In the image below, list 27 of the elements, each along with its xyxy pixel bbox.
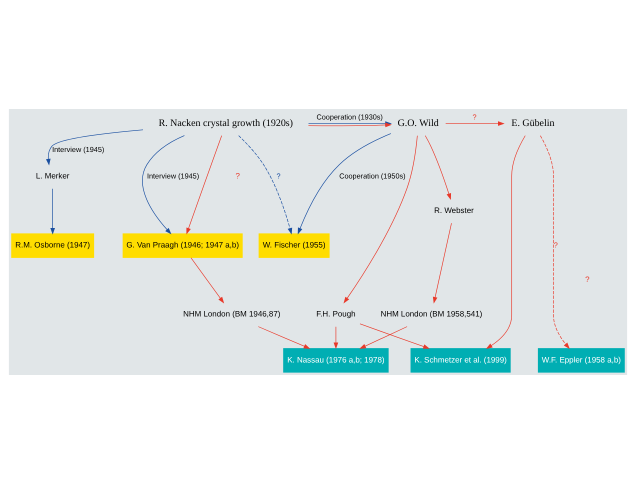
arrow xyxy=(424,135,452,200)
arrow xyxy=(360,324,430,349)
edge-label: ? xyxy=(472,112,477,122)
arrow xyxy=(486,135,526,349)
arrow xyxy=(258,326,310,349)
node-text: E. Gübelin xyxy=(511,118,554,129)
node-text: R. Nacken crystal growth (1920s) xyxy=(158,118,293,129)
edge-label: ? xyxy=(276,172,281,181)
edge-label: Interview (1945) xyxy=(52,144,104,154)
edge-label: Cooperation (1950s) xyxy=(339,172,406,181)
arrow xyxy=(238,135,292,235)
arrow xyxy=(50,188,55,235)
edge-label: Cooperation (1930s) xyxy=(316,112,383,122)
node-text: G.O. Wild xyxy=(398,118,439,129)
edge-label: ? xyxy=(554,240,558,250)
arrow xyxy=(190,257,224,304)
arrow xyxy=(298,133,392,234)
arrow xyxy=(344,135,418,304)
arrow xyxy=(186,135,222,234)
arrow xyxy=(359,326,408,349)
arrow xyxy=(142,135,185,234)
arrow xyxy=(445,121,505,126)
arrow xyxy=(334,326,338,350)
arrow xyxy=(540,135,570,350)
arrow xyxy=(432,222,452,304)
edge-label: Interview (1945) xyxy=(146,172,200,181)
arrow xyxy=(46,129,144,166)
